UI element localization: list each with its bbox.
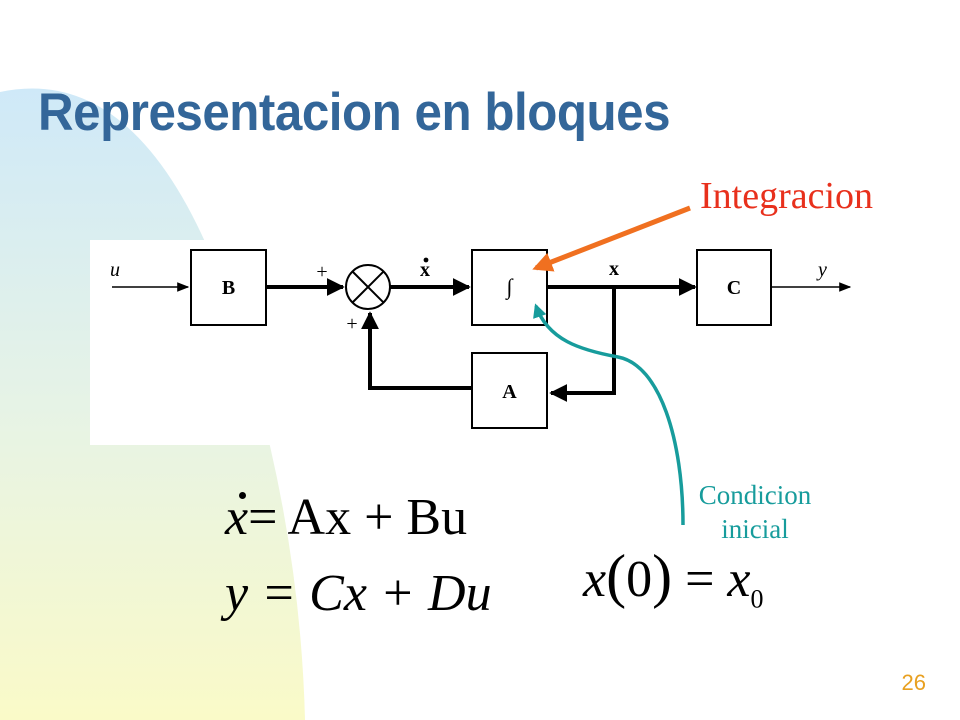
block-b-label: B [222,277,235,299]
sum-sign-bottom: + [346,313,357,335]
initial-condition-arg: 0 [626,551,653,608]
initial-condition-line1: Condicion [698,480,812,510]
initial-condition-arrow [533,303,685,526]
x-label: x [609,258,619,280]
initial-condition-close-paren: ) [652,543,673,609]
diagram-white-panel [90,240,476,445]
feedback-line-to-sum [361,311,472,390]
state-equation: x = Ax + Bu [225,488,467,547]
summing-junction-cross [351,270,385,304]
block-a [471,352,548,429]
feedback-line-to-a [549,287,616,402]
block-a-label: A [502,381,517,403]
initial-condition-rhs-var: x [727,551,751,608]
page-number: 26 [901,670,926,695]
initial-condition-line2: inicial [721,514,789,544]
initial-condition-equation: x(0) = x0 [583,543,764,614]
xdot-label: x [420,259,430,281]
integrator-symbol: ∫ [504,274,514,300]
state-equation-dot [239,492,246,499]
output-label: y [816,259,827,281]
xdot-dot [423,257,429,263]
state-equation-rhs: = Ax + Bu [248,489,468,546]
sum-sign-top: + [316,261,327,283]
state-equation-dot-var: x [225,489,249,546]
initial-condition-rhs-sub: 0 [750,584,764,614]
integration-label: Integracion [700,175,874,217]
block-c-label: C [727,277,741,299]
initial-condition-open-paren: ( [606,543,627,609]
block-c [696,249,772,326]
initial-condition-lhs: x [583,551,607,608]
input-label: u [110,259,120,281]
page-title: Representacion en bloques [38,83,671,142]
integration-arrow [532,205,691,272]
output-equation: y = Cx + Du [225,565,492,622]
state-equation-xdot: x [225,488,248,547]
initial-condition-label: Condicion inicial [680,478,830,546]
